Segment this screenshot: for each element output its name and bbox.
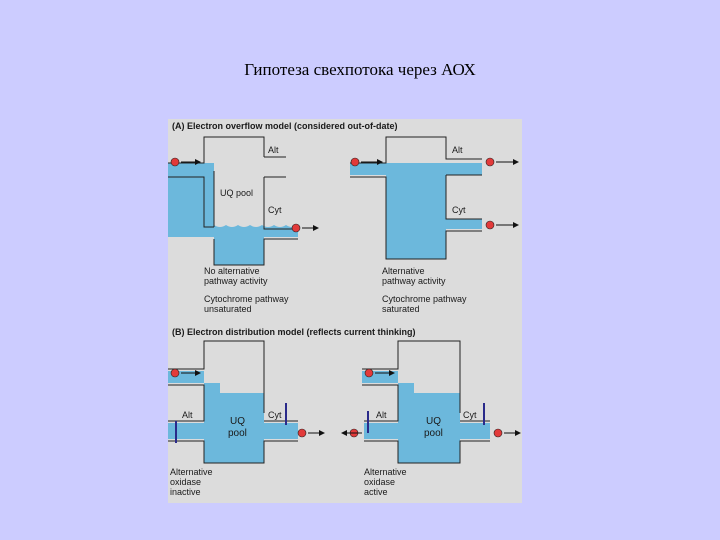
b-left-caption-l1: Alternative — [170, 467, 213, 477]
a-left-caption2-l1: Cytochrome pathway — [204, 294, 289, 304]
figure-svg: (A) Electron overflow model (considered … — [168, 119, 521, 497]
electron-icon — [485, 220, 495, 230]
b-left-alt-label: Alt — [182, 410, 193, 420]
a-left-caption1-l1: No alternative — [204, 266, 260, 276]
water-a-left — [168, 165, 298, 265]
a-right-alt-label: Alt — [452, 145, 463, 155]
panel-a-right-tank: Alt Cyt — [350, 136, 519, 260]
a-left-pool-label: UQ pool — [220, 188, 253, 198]
electron-symbol: e — [178, 119, 183, 129]
b-left-pool2: pool — [228, 428, 247, 439]
panel-b-header: (B) Electron distribution model (reflect… — [172, 327, 416, 337]
b-right-pool2: pool — [424, 428, 443, 439]
electron-icon — [364, 368, 374, 378]
electron-icon — [485, 157, 495, 167]
water-a-left-top — [168, 163, 214, 171]
a-left-caption1-l2: pathway activity — [204, 276, 268, 286]
a-left-caption2-l2: unsaturated — [204, 304, 252, 314]
slide-title: Гипотеза свехпотока через АОХ — [244, 60, 476, 79]
a-left-cyt-label: Cyt — [268, 205, 282, 215]
b-left-cyt-label: Cyt — [268, 410, 282, 420]
b-right-caption-l1: Alternative — [364, 467, 407, 477]
a-right-caption1-l1: Alternative — [382, 266, 425, 276]
b-right-pool1: UQ — [426, 416, 441, 427]
panel-a-header: (A) Electron overflow model (considered … — [172, 121, 398, 131]
panel-b-left-tank: Alt UQ pool Cyt — [168, 340, 325, 464]
electron-icon — [493, 428, 503, 438]
b-right-alt-label: Alt — [376, 410, 387, 420]
b-left-pool1: UQ — [230, 416, 245, 427]
a-right-caption1-l2: pathway activity — [382, 276, 446, 286]
electron-icon — [297, 428, 307, 438]
a-right-cyt-label: Cyt — [452, 205, 466, 215]
a-right-caption2-l2: saturated — [382, 304, 420, 314]
panel-a-left-tank: Alt UQ pool Cyt — [168, 136, 319, 266]
a-left-alt-label: Alt — [268, 145, 279, 155]
b-left-caption-l2: oxidase — [170, 477, 201, 487]
a-right-caption2-l1: Cytochrome pathway — [382, 294, 467, 304]
b-right-cyt-label: Cyt — [463, 410, 477, 420]
electron-icon — [170, 368, 180, 378]
panel-b-right-tank: Alt UQ pool Cyt — [341, 340, 521, 464]
b-right-caption-l2: oxidase — [364, 477, 395, 487]
electron-icon — [291, 223, 301, 233]
electron-icon — [170, 157, 180, 167]
electron-charge: − — [184, 119, 189, 129]
electron-model-figure: (A) Electron overflow model (considered … — [168, 119, 522, 503]
electron-icon — [350, 157, 360, 167]
b-left-caption-l3: inactive — [170, 487, 201, 497]
b-right-caption-l3: active — [364, 487, 388, 497]
